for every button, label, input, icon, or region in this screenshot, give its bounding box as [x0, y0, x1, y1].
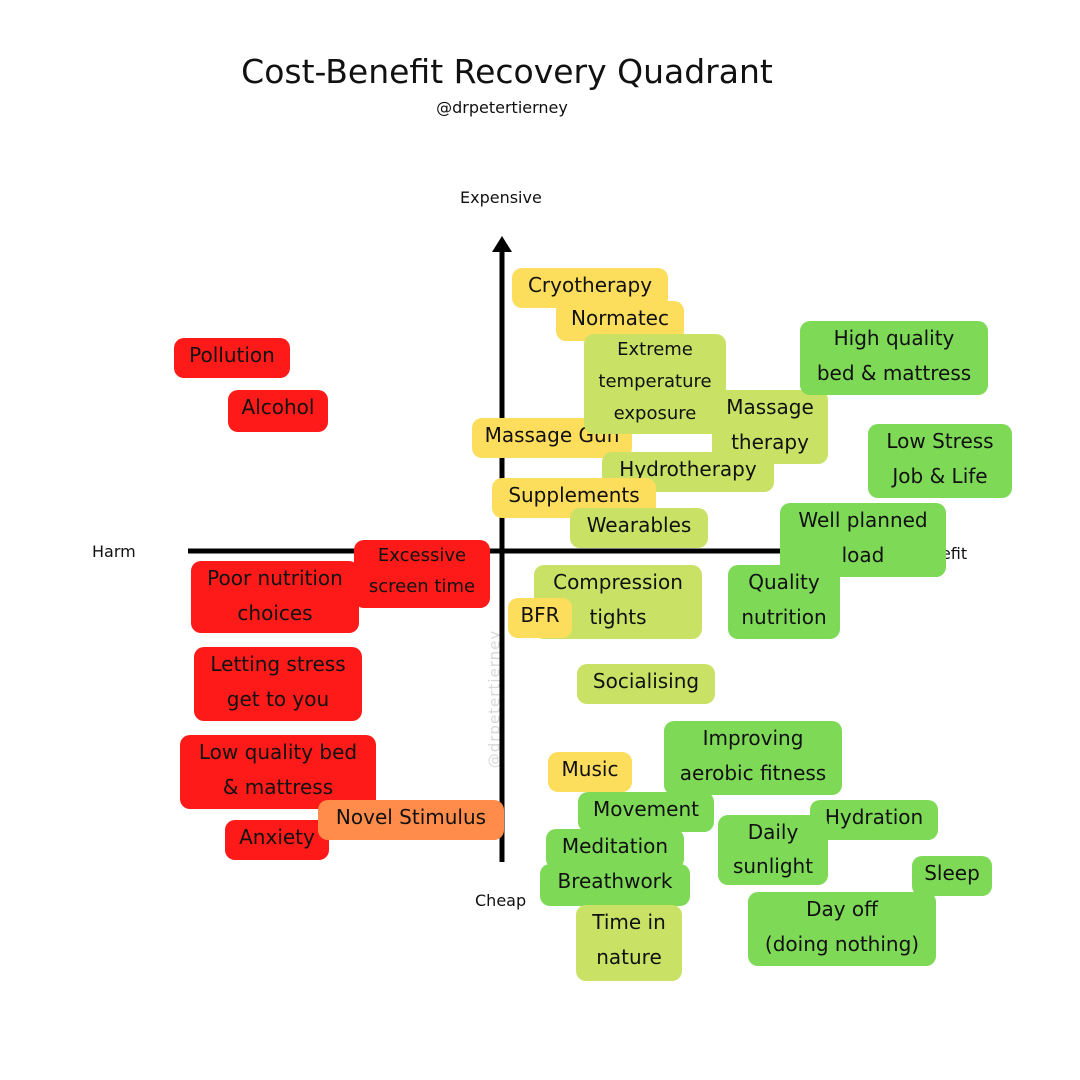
item-meditation-label: Meditation: [561, 834, 669, 858]
chart-title: Cost-Benefit Recovery Quadrant: [241, 52, 773, 91]
item-day-off: Day off (doing nothing): [748, 892, 936, 966]
item-movement: Movement: [578, 792, 714, 832]
item-poor-nutrition-line-1: Poor nutrition: [207, 566, 343, 590]
item-well-planned-load: Well planned load: [780, 503, 946, 577]
axis-label-cheap: Cheap: [475, 891, 527, 910]
item-daily-sunlight-line-1: Daily: [747, 820, 799, 844]
item-excessive-screen-time-line-2: screen time: [368, 576, 476, 597]
item-music-label: Music: [561, 757, 619, 781]
item-high-quality-bed-line-2: bed & mattress: [816, 361, 972, 385]
item-compression-tights-line-2: tights: [589, 605, 647, 629]
item-low-quality-bed-line-1: Low quality bed: [198, 740, 358, 764]
item-excessive-screen-time: Excessive screen time: [354, 540, 490, 608]
item-well-planned-load-line-2: load: [841, 543, 885, 567]
item-quality-nutrition-line-1: Quality: [748, 570, 820, 594]
item-novel-stimulus-label: Novel Stimulus: [335, 805, 487, 829]
item-quality-nutrition-line-2: nutrition: [741, 605, 827, 629]
item-quality-nutrition: Quality nutrition: [728, 565, 840, 639]
item-well-planned-load-line-1: Well planned: [798, 508, 928, 532]
item-day-off-line-2: (doing nothing): [764, 932, 920, 956]
item-wearables-label: Wearables: [586, 513, 692, 537]
item-improving-aerobic-fitness: Improving aerobic fitness: [664, 721, 842, 795]
item-high-quality-bed-line-1: High quality: [833, 326, 955, 350]
item-daily-sunlight-line-2: sunlight: [732, 854, 814, 878]
item-compression-tights-line-1: Compression: [553, 570, 683, 594]
item-pollution: Pollution: [174, 338, 290, 378]
item-breathwork-label: Breathwork: [557, 869, 673, 893]
item-massage-therapy-line-1: Massage: [726, 395, 814, 419]
item-excessive-screen-time-line-1: Excessive: [377, 545, 467, 566]
item-anxiety: Anxiety: [225, 820, 329, 860]
item-time-in-nature: Time in nature: [576, 905, 682, 981]
author-handle: @drpetertierney: [436, 98, 568, 117]
item-breathwork: Breathwork: [540, 864, 690, 906]
item-low-stress-line-1: Low Stress: [886, 429, 994, 453]
item-sleep: Sleep: [912, 856, 992, 896]
item-hydration-label: Hydration: [824, 805, 924, 829]
item-pollution-label: Pollution: [189, 343, 275, 367]
item-movement-label: Movement: [593, 797, 699, 821]
item-alcohol-label: Alcohol: [241, 395, 315, 419]
item-poor-nutrition: Poor nutrition choices: [191, 561, 359, 633]
item-bfr: BFR: [508, 598, 572, 638]
item-massage-therapy-line-2: therapy: [731, 430, 809, 454]
item-anxiety-label: Anxiety: [239, 825, 315, 849]
item-extreme-temperature-line-2: temperature: [598, 371, 712, 392]
item-wearables: Wearables: [570, 508, 708, 548]
item-low-quality-bed-line-2: & mattress: [222, 775, 334, 799]
item-novel-stimulus: Novel Stimulus: [318, 800, 504, 840]
item-improving-aerobic-line-1: Improving: [702, 726, 804, 750]
item-alcohol: Alcohol: [228, 390, 328, 432]
item-day-off-line-1: Day off: [806, 897, 878, 921]
item-letting-stress-line-1: Letting stress: [210, 652, 346, 676]
item-normatec-label: Normatec: [571, 306, 669, 330]
expensive-arrowhead: [492, 236, 512, 252]
item-letting-stress-line-2: get to you: [226, 687, 330, 711]
item-high-quality-bed: High quality bed & mattress: [800, 321, 988, 395]
item-extreme-temperature-exposure: Extreme temperature exposure: [584, 334, 726, 434]
item-extreme-temperature-line-1: Extreme: [617, 339, 693, 360]
item-socialising-label: Socialising: [592, 669, 700, 693]
item-extreme-temperature-line-3: exposure: [613, 403, 697, 424]
item-low-quality-bed: Low quality bed & mattress: [180, 735, 376, 809]
item-poor-nutrition-line-2: choices: [237, 601, 313, 625]
item-low-stress-line-2: Job & Life: [892, 464, 988, 488]
item-music: Music: [548, 752, 632, 792]
item-meditation: Meditation: [546, 829, 684, 869]
item-sleep-label: Sleep: [924, 861, 980, 885]
item-time-in-nature-line-2: nature: [596, 945, 662, 969]
item-hydration: Hydration: [810, 800, 938, 840]
item-massage-therapy: Massage therapy: [712, 390, 828, 464]
axis-label-expensive: Expensive: [460, 188, 542, 207]
item-cryotherapy-label: Cryotherapy: [527, 273, 653, 297]
item-supplements-label: Supplements: [508, 483, 640, 507]
item-time-in-nature-line-1: Time in: [592, 910, 666, 934]
item-letting-stress: Letting stress get to you: [194, 647, 362, 721]
item-low-stress: Low Stress Job & Life: [868, 424, 1012, 498]
axis-label-harm: Harm: [92, 542, 136, 561]
item-socialising: Socialising: [577, 664, 715, 704]
item-improving-aerobic-line-2: aerobic fitness: [679, 761, 827, 785]
item-daily-sunlight: Daily sunlight: [718, 815, 828, 885]
item-bfr-label: BFR: [520, 603, 560, 627]
item-compression-tights: Compression tights: [534, 565, 702, 639]
